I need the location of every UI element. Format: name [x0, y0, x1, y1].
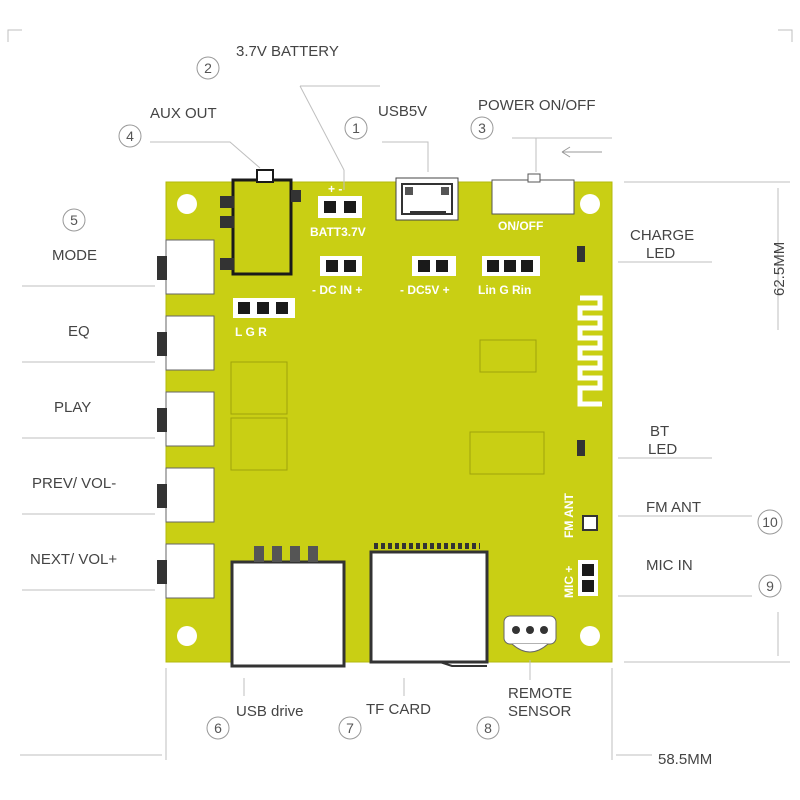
number-10: 10: [762, 514, 778, 530]
bt-led-component: [577, 440, 585, 456]
number-8: 8: [484, 720, 492, 736]
label-bt-led-1: BT: [650, 423, 669, 440]
label-mic-in: MIC IN: [646, 557, 693, 574]
label-bt-led-2: LED: [648, 441, 677, 458]
label-mode: MODE: [52, 247, 97, 264]
pcb-dc-in-label: - DC IN +: [312, 283, 362, 297]
mount-hole-tr: [580, 194, 600, 214]
side-buttons: [157, 239, 215, 599]
label-next: NEXT/ VOL+: [30, 551, 117, 568]
tf-card-slot: [369, 543, 489, 667]
label-dim-height: 62.5MM: [771, 242, 788, 296]
pcb-mic-label: MIC +: [562, 566, 576, 598]
pcb-batt-label: BATT3.7V: [310, 225, 366, 239]
number-circles: 2 4 1 3 5 10 9 6 7 8: [62, 56, 783, 740]
bt-antenna-trace: [577, 295, 603, 407]
pcb-lin-g-rin-label: Lin G Rin: [478, 283, 531, 297]
mount-hole-bl: [177, 626, 197, 646]
label-dim-width: 58.5MM: [658, 751, 712, 768]
chip-outline-3: [230, 361, 288, 415]
micro-usb-connector: [395, 177, 459, 221]
number-2: 2: [204, 60, 212, 76]
number-1: 1: [352, 120, 360, 136]
number-4: 4: [126, 128, 134, 144]
label-usb5v: USB5V: [378, 103, 427, 120]
number-7: 7: [346, 720, 354, 736]
number-9: 9: [766, 578, 774, 594]
label-fm-ant: FM ANT: [646, 499, 701, 516]
pcb-lgr-label: L G R: [235, 325, 267, 339]
pcb-batt-polarity: + -: [328, 182, 342, 196]
corner-mark-tr: [778, 29, 793, 42]
power-switch: [491, 179, 575, 215]
label-battery: 3.7V BATTERY: [236, 43, 339, 60]
mount-hole-br: [580, 626, 600, 646]
leader-aux: [150, 141, 261, 169]
fm-ant-pad: [582, 515, 598, 531]
label-power: POWER ON/OFF: [478, 97, 596, 114]
mount-hole-tl: [177, 194, 197, 214]
usb-drive-port: [230, 546, 346, 668]
power-arrow: [561, 146, 602, 158]
label-usb-drive: USB drive: [236, 703, 304, 720]
charge-led-component: [577, 246, 585, 262]
label-aux-out: AUX OUT: [150, 105, 217, 122]
label-remote-1: REMOTE: [508, 685, 572, 702]
remote-sensor: [503, 615, 557, 653]
leader-battery: [299, 85, 345, 171]
number-3: 3: [478, 120, 486, 136]
chip-outline-2: [469, 431, 545, 475]
label-tf-card: TF CARD: [366, 701, 431, 718]
aux-jack: [220, 169, 301, 276]
label-eq: EQ: [68, 323, 90, 340]
pcb-dc5v-label: - DC5V +: [400, 283, 450, 297]
number-6: 6: [214, 720, 222, 736]
pcb-on-off-label: ON/OFF: [498, 219, 543, 233]
label-play: PLAY: [54, 399, 91, 416]
label-charge-led-2: LED: [646, 245, 675, 262]
label-charge-led-1: CHARGE: [630, 227, 694, 244]
chip-outline-4: [230, 417, 288, 471]
label-prev: PREV/ VOL-: [32, 475, 116, 492]
pcb-fm-ant-label: FM ANT: [562, 492, 576, 538]
chip-outline-1: [479, 339, 537, 373]
number-5: 5: [70, 212, 78, 228]
corner-mark-tl: [7, 29, 22, 42]
label-remote-2: SENSOR: [508, 703, 572, 720]
leader-usb5v: [382, 141, 429, 172]
